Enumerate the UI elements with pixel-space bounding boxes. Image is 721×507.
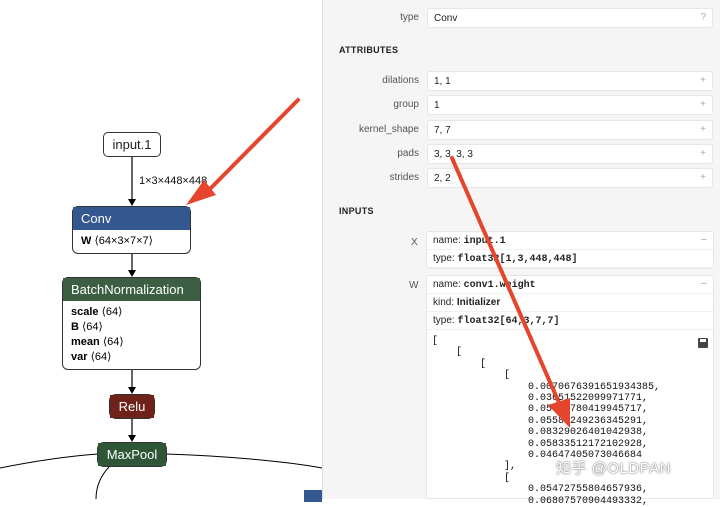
name-key: name: bbox=[433, 235, 461, 246]
param-name: scale bbox=[71, 306, 99, 318]
expand-icon[interactable]: + bbox=[700, 99, 706, 110]
attr-value: 2, 2 bbox=[434, 173, 451, 184]
param-value: ⟨64×3×7×7⟩ bbox=[94, 235, 153, 247]
param-name: W bbox=[81, 235, 92, 247]
attr-value: 1 bbox=[434, 100, 440, 111]
prop-type-row: type Conv ? bbox=[323, 8, 721, 28]
attr-value-box[interactable]: 1, 1 + bbox=[427, 71, 713, 91]
watermark: 知乎 @OLDPAN bbox=[556, 460, 671, 477]
edge-shape-label: 1×3×448×448 bbox=[139, 175, 208, 187]
attr-row-kernel-shape: kernel_shape 7, 7 + bbox=[323, 120, 721, 140]
node-bn-title: BatchNormalization bbox=[63, 278, 200, 301]
param-name: mean bbox=[71, 336, 100, 348]
attr-value: 1, 1 bbox=[434, 76, 451, 87]
node-conv-title: Conv bbox=[73, 207, 190, 230]
expand-icon[interactable]: + bbox=[700, 124, 706, 135]
expand-icon[interactable]: + bbox=[700, 172, 706, 183]
input-w-name: conv1.weight bbox=[463, 280, 536, 291]
attr-value-box[interactable]: 2, 2 + bbox=[427, 168, 713, 188]
attr-value: 3, 3, 3, 3 bbox=[434, 149, 473, 160]
input-w-kind: Initializer bbox=[456, 297, 501, 308]
prop-type-text: Conv bbox=[434, 13, 458, 24]
collapse-icon[interactable]: − bbox=[700, 234, 707, 246]
type-key: type: bbox=[433, 253, 455, 264]
graph-wires bbox=[0, 157, 323, 502]
attributes-header: ATTRIBUTES bbox=[339, 45, 399, 55]
param-value: ⟨64⟩ bbox=[82, 321, 103, 333]
node-conv[interactable]: Conv W ⟨64×3×7×7⟩ bbox=[72, 206, 191, 254]
attr-value-box[interactable]: 3, 3, 3, 3 + bbox=[427, 144, 713, 164]
input-w-name-line: name: conv1.weight − bbox=[427, 276, 713, 294]
attr-row-dilations: dilations 1, 1 + bbox=[323, 71, 721, 91]
attr-row-strides: strides 2, 2 + bbox=[323, 168, 721, 188]
input-x-type-line: type: float32[1,3,448,448] bbox=[427, 250, 713, 268]
attr-name: group bbox=[393, 99, 419, 110]
attr-name: kernel_shape bbox=[358, 124, 419, 135]
input-w-label: W bbox=[409, 280, 419, 291]
save-icon[interactable] bbox=[698, 338, 708, 348]
param-name: B bbox=[71, 321, 79, 333]
node-relu[interactable]: Relu bbox=[109, 394, 155, 419]
attr-name: pads bbox=[397, 148, 419, 159]
param-name: var bbox=[71, 351, 88, 363]
attr-value-box[interactable]: 7, 7 + bbox=[427, 120, 713, 140]
attr-name: strides bbox=[389, 172, 419, 183]
help-icon[interactable]: ? bbox=[700, 12, 706, 23]
graph-input-node[interactable]: input.1 bbox=[103, 132, 161, 157]
attr-value: 7, 7 bbox=[434, 125, 451, 136]
kind-key: kind: bbox=[433, 297, 455, 308]
type-key: type: bbox=[433, 315, 455, 326]
param-value: ⟨64⟩ bbox=[101, 306, 123, 318]
input-w-type-line: type: float32[64,3,7,7] bbox=[427, 312, 713, 330]
attr-value-box[interactable]: 1 + bbox=[427, 95, 713, 115]
node-conv-params: W ⟨64×3×7×7⟩ bbox=[73, 230, 190, 253]
collapse-icon[interactable]: − bbox=[700, 278, 707, 290]
attr-row-group: group 1 + bbox=[323, 95, 721, 115]
inputs-header: INPUTS bbox=[339, 206, 374, 216]
prop-type-value[interactable]: Conv ? bbox=[427, 8, 713, 28]
expand-icon[interactable]: + bbox=[700, 148, 706, 159]
node-maxpool[interactable]: MaxPool bbox=[97, 442, 167, 467]
input-x-name: input.1 bbox=[463, 236, 506, 247]
node-bn-params: scale ⟨64⟩ B ⟨64⟩ mean ⟨64⟩ var ⟨64⟩ bbox=[63, 301, 200, 369]
node-batchnormalization[interactable]: BatchNormalization scale ⟨64⟩ B ⟨64⟩ mea… bbox=[62, 277, 201, 370]
input-x-box[interactable]: name: input.1 − type: float32[1,3,448,44… bbox=[426, 231, 714, 269]
name-key: name: bbox=[433, 279, 461, 290]
prop-type-label: type bbox=[400, 12, 419, 23]
input-w-kind-line: kind: Initializer bbox=[427, 294, 713, 312]
node-relu-title: Relu bbox=[110, 395, 154, 418]
tensor-values: [ [ [ [ 0.0070676391651934385, 0.0365152… bbox=[432, 336, 661, 507]
attr-name: dilations bbox=[382, 75, 419, 86]
input-x-label: X bbox=[411, 237, 418, 248]
node-maxpool-title: MaxPool bbox=[98, 443, 166, 466]
expand-icon[interactable]: + bbox=[700, 75, 706, 86]
param-value: ⟨64⟩ bbox=[102, 336, 124, 348]
attr-row-pads: pads 3, 3, 3, 3 + bbox=[323, 144, 721, 164]
input-x-type: float32[1,3,448,448] bbox=[457, 254, 578, 265]
graph-canvas[interactable]: input.1 1×3×448×448 Conv W ⟨64×3×7×7⟩ Ba… bbox=[0, 0, 323, 502]
input-w-type: float32[64,3,7,7] bbox=[457, 316, 560, 327]
input-node-label: input.1 bbox=[112, 137, 152, 152]
input-x-name-line: name: input.1 − bbox=[427, 232, 713, 250]
param-value: ⟨64⟩ bbox=[90, 351, 112, 363]
